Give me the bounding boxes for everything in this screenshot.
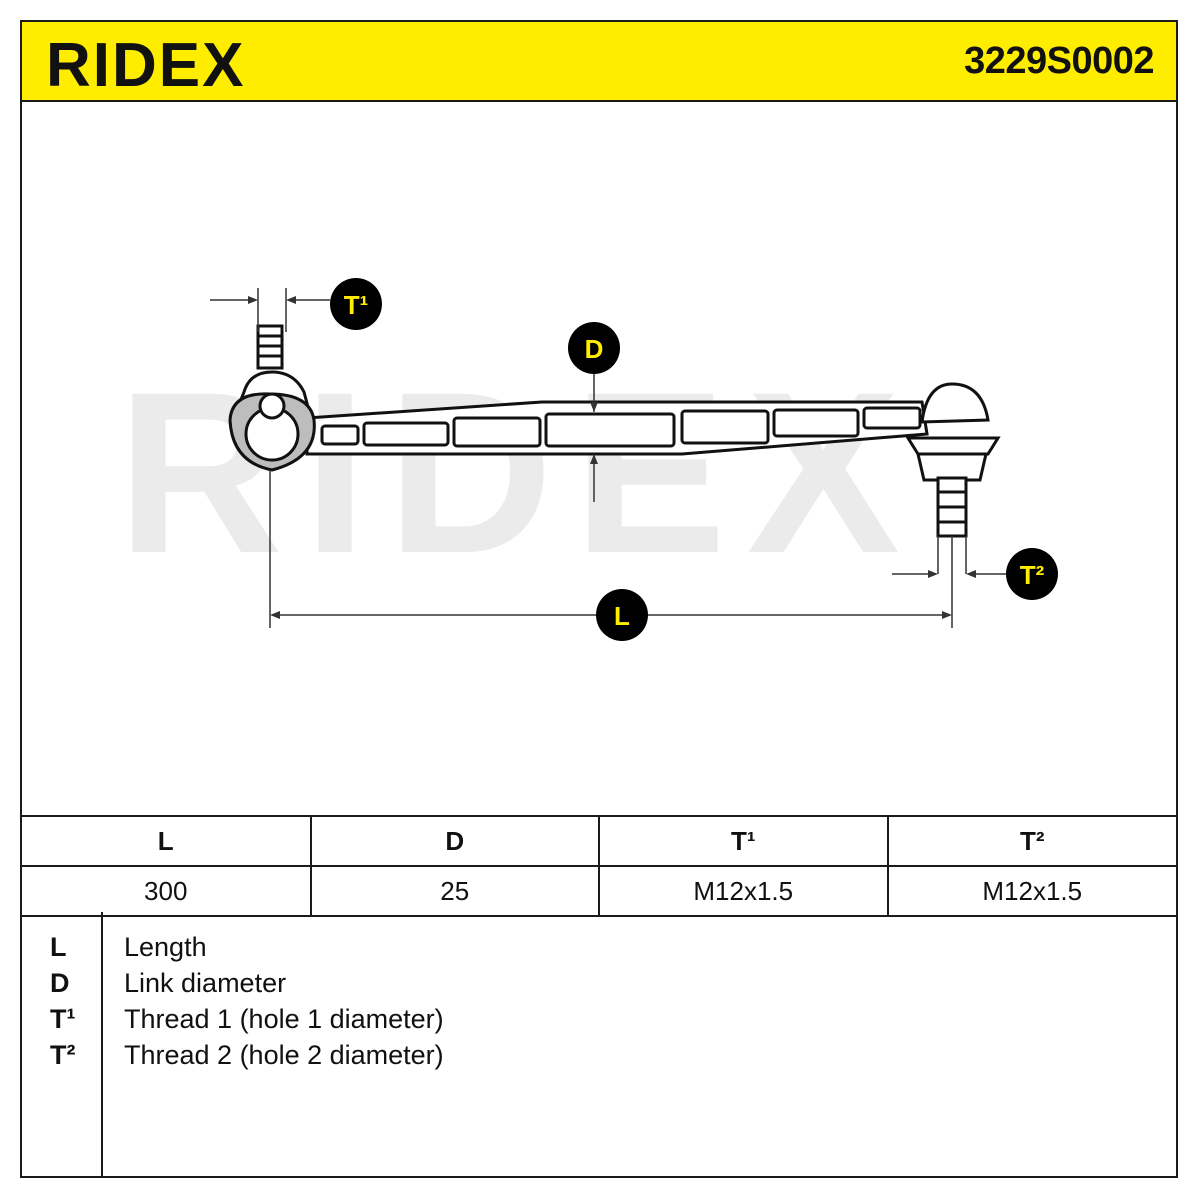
spec-value-t2: M12x1.5 — [886, 865, 1176, 917]
spec-header-d: D — [309, 815, 600, 867]
spec-header-t2: T² — [886, 815, 1176, 867]
spec-table-header-row: L D T¹ T² — [22, 815, 1176, 867]
legend-item: L Length — [22, 932, 1176, 968]
badge-l: L — [596, 589, 648, 641]
legend: L Length D Link diameter T¹ Thread 1 (ho… — [22, 912, 1176, 1178]
badge-t2: T² — [1006, 548, 1058, 600]
ball-joint-right — [905, 382, 1001, 538]
badge-d: D — [568, 322, 620, 374]
badge-t1: T¹ — [330, 278, 382, 330]
legend-item: T² Thread 2 (hole 2 diameter) — [22, 1040, 1176, 1076]
spec-table: L D T¹ T² 300 25 M12x1.5 M12x1.5 — [22, 815, 1176, 917]
badge-t2-label: T² — [1020, 560, 1045, 590]
spec-value-t1: M12x1.5 — [598, 865, 889, 917]
brand-logo-text: RIDEX — [46, 31, 245, 98]
header-bar: RIDEX 3229S0002 — [22, 22, 1176, 102]
part-number: 3229S0002 — [964, 40, 1154, 82]
spec-value-d: 25 — [309, 865, 600, 917]
spec-header-l: L — [22, 815, 312, 867]
legend-key: T² — [50, 1040, 76, 1070]
spec-header-t1: T¹ — [598, 815, 889, 867]
badge-l-label: L — [614, 601, 630, 631]
spec-table-value-row: 300 25 M12x1.5 M12x1.5 — [22, 865, 1176, 917]
legend-text: Thread 1 (hole 1 diameter) — [124, 1004, 444, 1034]
legend-key: D — [50, 968, 70, 998]
legend-item: D Link diameter — [22, 968, 1176, 1004]
technical-drawing: RIDEX — [22, 102, 1176, 815]
badge-d-label: D — [585, 334, 604, 364]
ball-joint-left — [228, 324, 316, 472]
stabilizer-link — [305, 400, 929, 456]
legend-key: L — [50, 932, 67, 962]
legend-key: T¹ — [50, 1004, 76, 1034]
spec-value-l: 300 — [22, 865, 312, 917]
legend-item: T¹ Thread 1 (hole 1 diameter) — [22, 1004, 1176, 1040]
datasheet-frame: RIDEX 3229S0002 RIDEX — [20, 20, 1178, 1178]
badge-t1-label: T¹ — [344, 290, 369, 320]
dimension-arrows — [248, 296, 976, 619]
watermark-text: RIDEX — [117, 344, 920, 601]
legend-text: Link diameter — [124, 968, 287, 998]
legend-divider — [101, 912, 103, 1178]
legend-text: Length — [124, 932, 207, 962]
legend-text: Thread 2 (hole 2 diameter) — [124, 1040, 444, 1070]
brand-logo: RIDEX — [44, 26, 304, 103]
